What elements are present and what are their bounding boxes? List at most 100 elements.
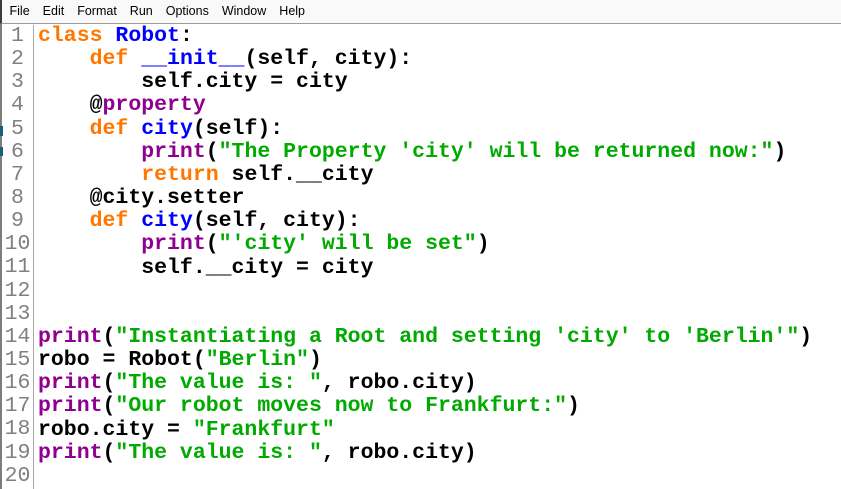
code-token-definition: Robot (115, 24, 180, 48)
code-line[interactable]: return self.__city (38, 162, 841, 187)
line-number: 9 (11, 209, 24, 234)
line-number: 1 (11, 24, 24, 48)
code-token-plain: ( (102, 394, 116, 419)
line-number: 3 (11, 70, 24, 95)
code-token-plain (38, 117, 90, 141)
code-token-builtin: print (38, 371, 103, 396)
code-token-builtin: print (141, 139, 206, 164)
menu-item-window[interactable]: Window (221, 4, 267, 18)
menu-item-edit[interactable]: Edit (42, 4, 65, 18)
line-number: 6 (11, 139, 24, 164)
code-line[interactable]: robo.city = "Frankfurt" (38, 417, 841, 442)
code-token-plain: self.__city = city (38, 255, 374, 280)
line-number: 12 (4, 278, 31, 303)
code-line[interactable]: print("The value is: ", robo.city) (38, 372, 841, 395)
code-line[interactable]: print("'city' will be set") (38, 233, 841, 256)
menu-item-format[interactable]: Format (77, 4, 117, 18)
code-token-plain: ( (102, 440, 116, 465)
menu-item-run[interactable]: Run (129, 4, 153, 18)
menu-bar: File Edit Format Run Options Window Help (0, 0, 841, 24)
menu-item-options[interactable]: Options (165, 4, 209, 18)
code-line[interactable] (38, 303, 841, 326)
code-line[interactable] (38, 280, 841, 303)
code-token-plain: (self): (192, 116, 284, 141)
code-token-keyword: class (38, 24, 103, 48)
line-number: 15 (4, 347, 31, 372)
code-token-plain: (self, city): (244, 47, 413, 72)
code-line[interactable]: def __init__(self, city): (38, 48, 841, 71)
code-token-plain (38, 209, 90, 233)
code-token-plain: ) (799, 325, 813, 349)
code-token-plain: self.__city (218, 162, 374, 187)
line-number: 11 (4, 255, 31, 280)
code-line[interactable]: print("Instantiating a Root and setting … (38, 325, 841, 349)
line-number: 8 (11, 185, 24, 210)
code-line[interactable] (38, 465, 841, 488)
code-token-plain: (self, city): (192, 209, 361, 234)
code-token-plain: , robo.city) (321, 440, 477, 465)
code-token-builtin: print (38, 440, 103, 465)
code-token-plain (128, 209, 141, 233)
code-token-builtin: print (38, 325, 103, 349)
code-token-plain (38, 140, 141, 164)
code-token-plain: ) (308, 348, 322, 373)
menu-item-file[interactable]: File (9, 4, 30, 18)
code-token-plain: ( (205, 232, 219, 257)
code-line[interactable]: print("The value is: ", robo.city) (38, 440, 841, 465)
menu-item-help[interactable]: Help (279, 4, 306, 18)
code-line[interactable]: def city(self, city): (38, 210, 841, 233)
code-line[interactable]: self.city = city (38, 71, 841, 94)
code-token-definition: city (141, 209, 193, 234)
code-token-plain: self.city = city (38, 70, 348, 95)
code-token-plain: robo = Robot( (38, 348, 206, 373)
code-token-builtin: print (38, 394, 103, 419)
code-token-string: "Our robot moves now to Frankfurt:" (115, 394, 567, 419)
code-token-definition: __init__ (141, 47, 245, 72)
code-line[interactable]: @property (38, 94, 841, 117)
left-edge-marker (0, 147, 3, 156)
code-line[interactable]: class Robot: (38, 24, 841, 48)
code-token-keyword: def (89, 116, 129, 141)
code-token-plain: @ (38, 93, 103, 118)
line-number: 10 (4, 232, 31, 257)
code-token-string: "The Property 'city' will be returned no… (218, 139, 774, 164)
code-token-plain (128, 117, 141, 141)
code-token-plain (38, 232, 141, 256)
code-line[interactable]: robo = Robot("Berlin") (38, 349, 841, 372)
left-edge-marker (0, 126, 3, 136)
code-line[interactable]: print("Our robot moves now to Frankfurt:… (38, 395, 841, 418)
code-token-builtin: print (141, 232, 206, 257)
code-token-plain: , robo.city) (321, 371, 477, 396)
code-token-string: "Berlin" (205, 348, 309, 373)
code-token-plain: @city.setter (38, 186, 245, 211)
code-token-string: "Instantiating a Root and setting 'city'… (115, 325, 800, 349)
line-number: 20 (4, 463, 31, 488)
code-line[interactable]: self.__city = city (38, 255, 841, 280)
line-number: 19 (4, 440, 31, 465)
code-token-plain (38, 163, 141, 187)
code-token-definition: city (141, 116, 193, 141)
code-area[interactable]: class Robot: def __init__(self, city): s… (34, 24, 841, 489)
line-number: 2 (11, 47, 24, 72)
line-number: 14 (4, 324, 31, 349)
line-number: 13 (4, 301, 31, 326)
code-token-keyword: def (89, 209, 129, 234)
code-line[interactable]: print("The Property 'city' will be retur… (38, 139, 841, 164)
code-token-plain: robo.city = (38, 417, 193, 442)
code-token-builtin: property (102, 93, 206, 118)
line-number: 17 (4, 394, 31, 419)
code-token-string: "'city' will be set" (218, 232, 477, 257)
line-number: 7 (11, 162, 24, 187)
code-line[interactable]: @city.setter (38, 187, 841, 210)
code-token-plain: : (179, 24, 193, 48)
code-token-plain: ( (102, 325, 116, 349)
code-token-plain (38, 47, 90, 71)
line-number: 5 (11, 116, 24, 141)
code-line[interactable]: def city(self): (38, 116, 841, 141)
line-number: 16 (4, 371, 31, 396)
code-token-plain: ) (773, 139, 787, 164)
code-token-plain: ( (102, 371, 116, 396)
